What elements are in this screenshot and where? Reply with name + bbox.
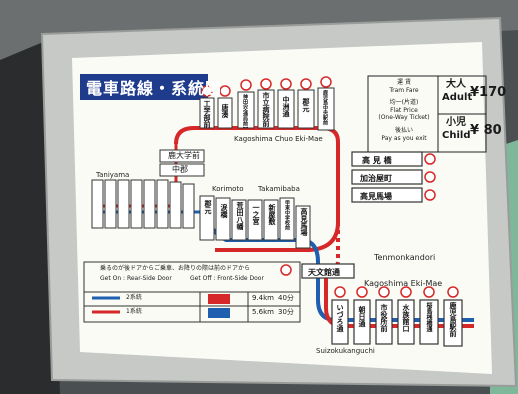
bottom-stop-boxes bbox=[331, 299, 463, 347]
title-banner bbox=[80, 74, 208, 100]
red-line bbox=[174, 126, 340, 252]
left-stop-boxes bbox=[91, 179, 195, 229]
legend-table bbox=[83, 261, 301, 323]
top-stop-boxes bbox=[199, 87, 335, 131]
center-stop-boxes bbox=[199, 195, 311, 249]
